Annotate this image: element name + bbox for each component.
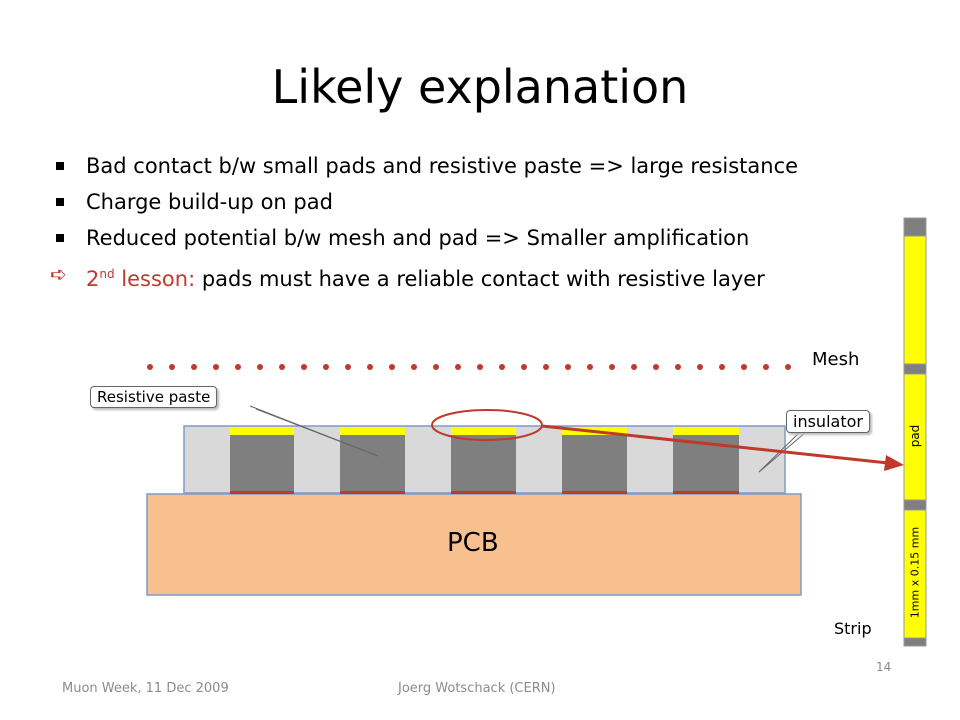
bullet-item: Reduced potential b/w mesh and pad => Sm… — [50, 224, 798, 260]
strip-gap-2 — [903, 499, 927, 511]
pad-stack — [230, 427, 739, 494]
strip-pad-upper — [903, 235, 927, 365]
pcb-board — [146, 493, 802, 596]
page-number: 14 — [876, 660, 892, 674]
lesson-prefix: lesson: — [114, 267, 196, 291]
strip-label: Strip — [834, 619, 872, 638]
bullet-item: Charge build-up on pad — [50, 188, 798, 224]
strip-end — [903, 637, 927, 647]
slide-title: Likely explanation — [271, 60, 689, 114]
lesson-item: ➪ 2nd lesson: pads must have a reliable … — [50, 260, 798, 296]
mesh-label: Mesh — [812, 349, 860, 370]
footer-center: Joerg Wotschack (CERN) — [398, 681, 556, 696]
square-bullet-icon — [56, 198, 64, 206]
contact-highlight-ellipse — [431, 409, 543, 441]
strip-top — [903, 217, 927, 237]
footer-left: Muon Week, 11 Dec 2009 — [62, 681, 229, 696]
resistive-paste-callout: Resistive paste — [90, 386, 218, 408]
insulator-callout: insulator — [786, 410, 870, 433]
pcb-label: PCB — [447, 528, 499, 558]
lesson-ordinal: nd — [99, 267, 115, 281]
resistive-paste-pointer-2 — [255, 408, 379, 457]
bullet-item: Bad contact b/w small pads and resistive… — [50, 152, 798, 188]
arrow-bullet-icon: ➪ — [50, 262, 67, 286]
lesson-number: 2 — [86, 267, 100, 291]
strip-gap — [903, 363, 927, 375]
square-bullet-icon — [56, 162, 64, 170]
strip-dimension-label: 1mm x 0.15 mm — [908, 526, 922, 619]
pad-label: pad — [908, 424, 922, 448]
lesson-text: pads must have a reliable contact with r… — [195, 267, 765, 291]
arrow-head-icon — [884, 455, 904, 471]
square-bullet-icon — [56, 234, 64, 242]
bullet-list: Bad contact b/w small pads and resistive… — [50, 152, 798, 296]
mesh-dots — [147, 364, 791, 370]
pad-arrow — [541, 424, 889, 465]
